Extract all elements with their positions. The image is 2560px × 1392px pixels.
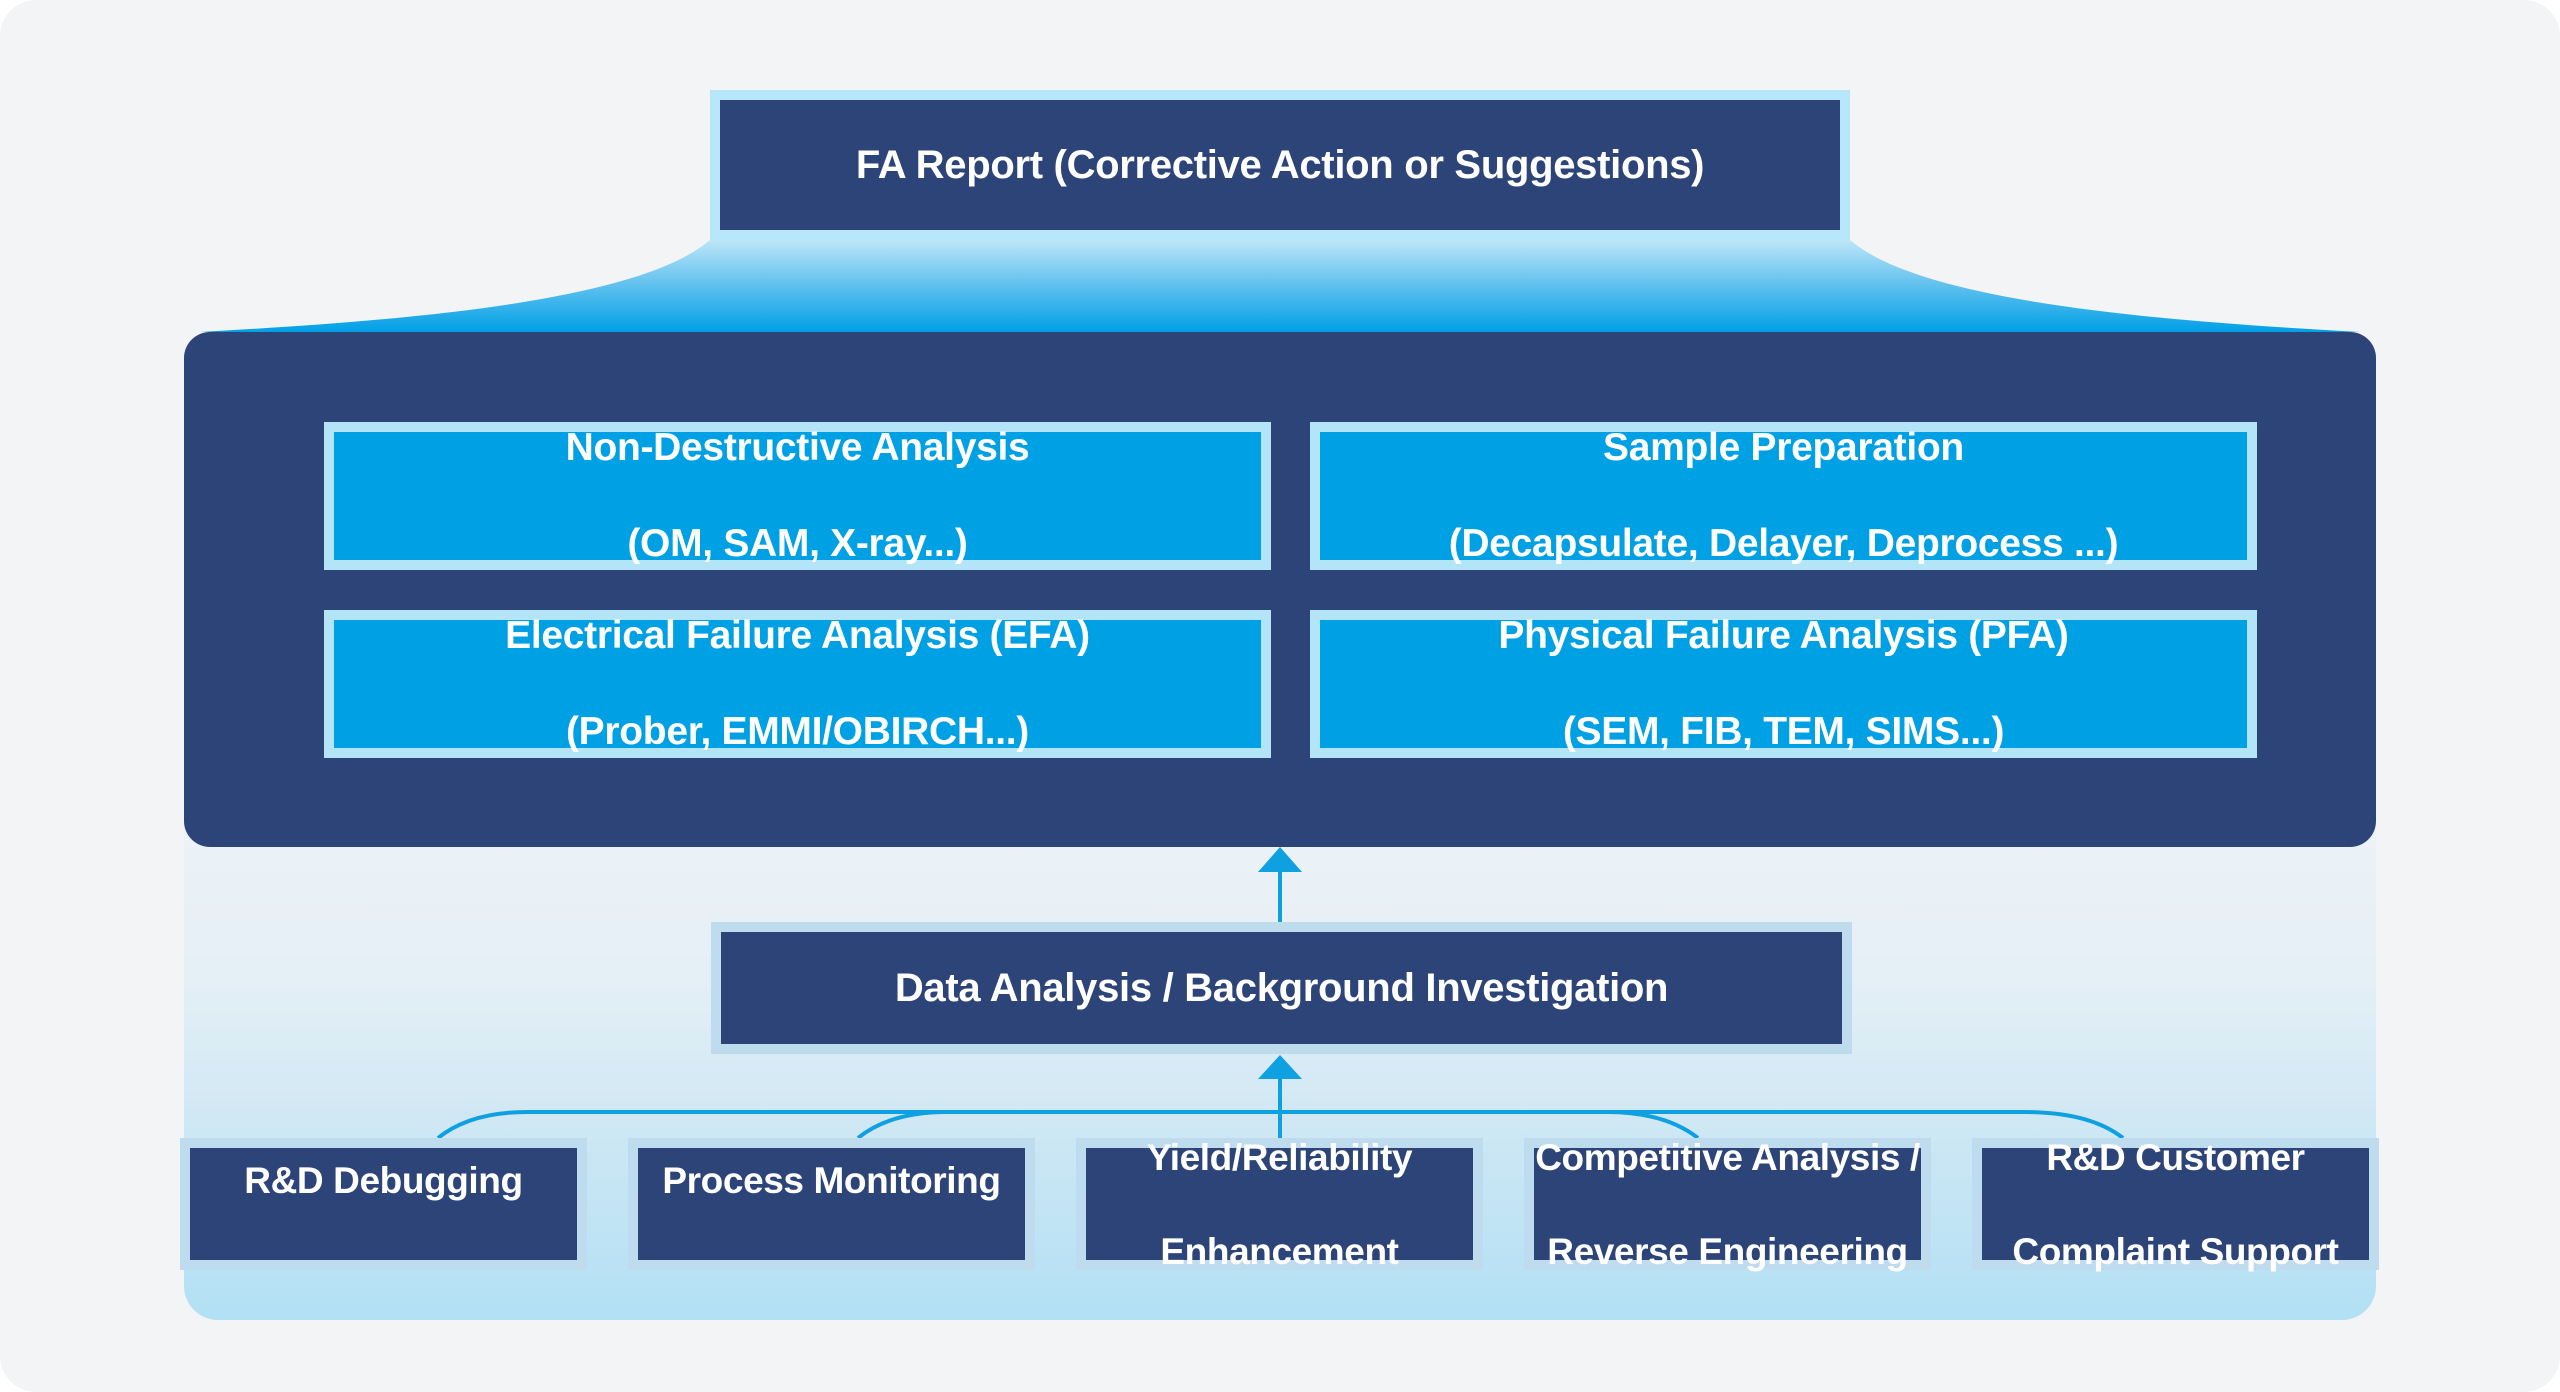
branch-curve-rd-debugging: [436, 1110, 528, 1140]
branch-curve-competitive-analysis: [1606, 1110, 1700, 1140]
source-box-competitive-analysis[interactable]: Competitive Analysis / Reverse Engineeri…: [1524, 1137, 1931, 1272]
fa-report-box[interactable]: FA Report (Corrective Action or Suggesti…: [710, 90, 1850, 240]
source-line1: Competitive Analysis /: [1535, 1136, 1920, 1178]
source-line2: Reverse Engineering: [1547, 1230, 1908, 1272]
source-box-rd-debugging[interactable]: R&D Debugging: [180, 1138, 587, 1270]
method-box-non-destructive[interactable]: Non-Destructive Analysis (OM, SAM, X-ray…: [324, 422, 1271, 570]
analysis-methods-panel: [184, 332, 2376, 847]
investigation-box[interactable]: Data Analysis / Background Investigation: [711, 922, 1852, 1054]
method-title: Sample Preparation: [1603, 426, 1964, 469]
method-detail: (Decapsulate, Delayer, Deprocess ...): [1448, 522, 2119, 565]
source-line2: Complaint Support: [2012, 1230, 2339, 1272]
method-title: Physical Failure Analysis (PFA): [1498, 614, 2069, 657]
source-line1: Process Monitoring: [662, 1160, 1001, 1201]
source-line1: R&D Debugging: [244, 1160, 523, 1201]
method-box-sample-preparation[interactable]: Sample Preparation (Decapsulate, Delayer…: [1310, 422, 2257, 570]
branch-curve-process-monitoring: [856, 1110, 948, 1140]
fa-report-label: FA Report (Corrective Action or Suggesti…: [855, 142, 1705, 187]
method-detail: (SEM, FIB, TEM, SIMS...): [1562, 710, 2005, 753]
method-title: Electrical Failure Analysis (EFA): [505, 614, 1090, 657]
arrow-up-icon: [1258, 1055, 1302, 1079]
method-box-pfa[interactable]: Physical Failure Analysis (PFA) (SEM, FI…: [1310, 610, 2257, 758]
branch-curve-customer-complaint: [2024, 1110, 2125, 1140]
source-box-customer-complaint[interactable]: R&D Customer Complaint Support: [1972, 1137, 2379, 1272]
method-box-efa[interactable]: Electrical Failure Analysis (EFA) (Probe…: [324, 610, 1271, 758]
source-line2: Enhancement: [1160, 1230, 1399, 1272]
source-line1: Yield/Reliability: [1146, 1136, 1413, 1178]
source-box-yield-reliability[interactable]: Yield/Reliability Enhancement: [1076, 1137, 1483, 1272]
funnel-shape: [200, 240, 2360, 332]
method-detail: (Prober, EMMI/OBIRCH...): [566, 710, 1029, 753]
method-detail: (OM, SAM, X-ray...): [627, 522, 968, 565]
investigation-label: Data Analysis / Background Investigation: [894, 965, 1669, 1010]
source-box-process-monitoring[interactable]: Process Monitoring: [628, 1138, 1035, 1270]
arrow-up-icon: [1258, 847, 1302, 872]
source-line1: R&D Customer: [2046, 1136, 2305, 1178]
method-title: Non-Destructive Analysis: [565, 426, 1030, 469]
